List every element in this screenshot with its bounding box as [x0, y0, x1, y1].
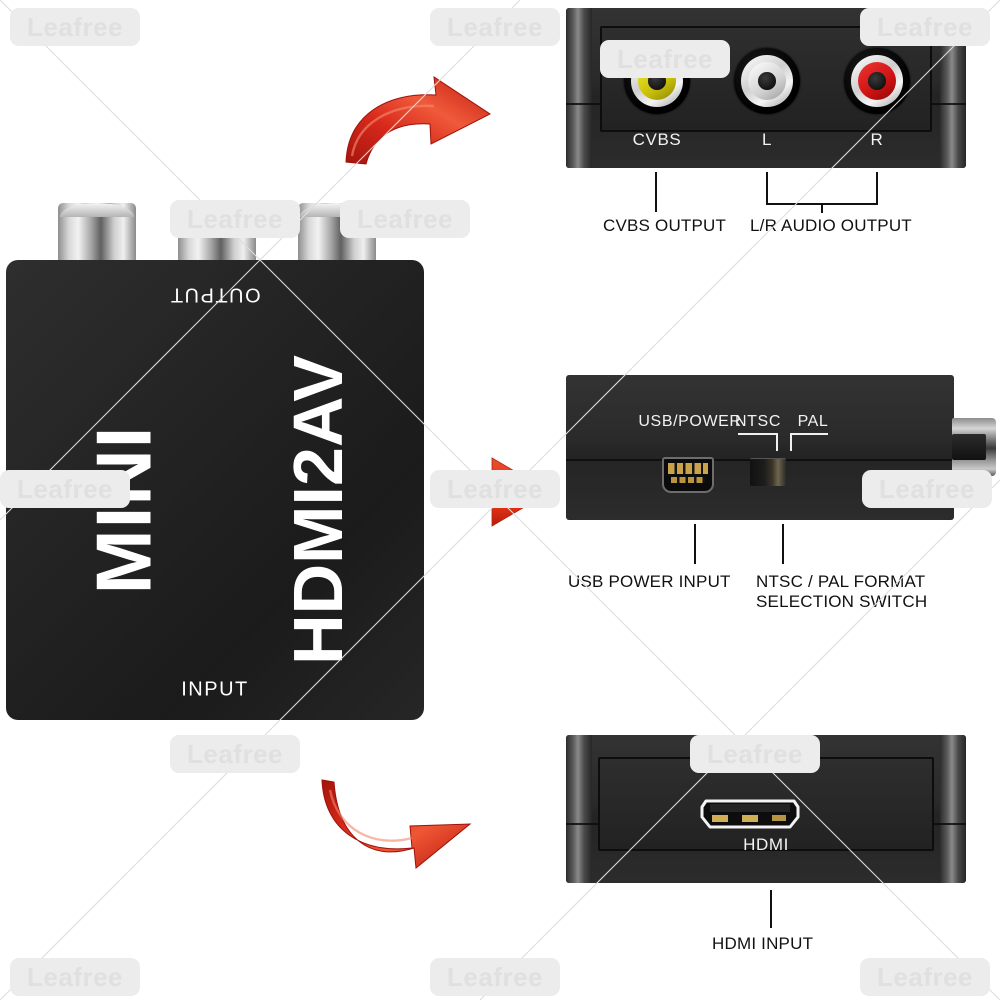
arrow-to-av-output	[318, 52, 518, 172]
caption-ntsc-pal-line2: SELECTION SWITCH	[756, 592, 928, 612]
device-model-label: HDMI2AV	[279, 355, 357, 665]
leader-cvbs	[655, 172, 657, 212]
panel-shell	[566, 375, 954, 520]
port-label-ntsc: NTSC	[735, 413, 781, 430]
av-output-panel: CVBS L R	[566, 8, 966, 168]
port-label-pal: PAL	[797, 413, 829, 430]
panel-rail-right	[940, 735, 966, 883]
device-brand-label: MINI	[79, 425, 168, 595]
port-label-cvbs: CVBS	[632, 130, 682, 149]
arrow-to-hdmi-input	[300, 768, 500, 888]
ntsc-bracket-stem	[776, 433, 778, 451]
rca-jack-right[interactable]	[844, 48, 910, 114]
watermark-badge: Leafree	[10, 8, 140, 46]
pal-bracket-stem	[790, 433, 792, 451]
panel-rail-left	[566, 735, 592, 883]
rca-jack-cvbs[interactable]	[624, 48, 690, 114]
watermark-badge: Leafree	[860, 958, 990, 996]
watermark-badge: Leafree	[10, 958, 140, 996]
device-input-label: INPUT	[181, 678, 249, 701]
pal-bracket-top	[790, 433, 828, 435]
ntsc-bracket-top	[738, 433, 778, 435]
panel-rail-right	[940, 8, 966, 168]
rca-plug-right	[298, 203, 376, 265]
panel-rail-left	[566, 8, 592, 168]
hdmi-port[interactable]	[698, 797, 802, 831]
arrow-to-power-format	[430, 452, 560, 532]
leader-l	[766, 172, 768, 204]
power-format-panel: USB/POWER NTSC PAL	[566, 375, 954, 520]
ntsc-pal-switch[interactable]	[750, 458, 786, 486]
caption-ntsc-pal-line1: NTSC / PAL FORMAT	[756, 572, 926, 591]
watermark-badge: Leafree	[430, 958, 560, 996]
leader-usb-power	[694, 524, 696, 564]
watermark-badge: Leafree	[170, 735, 300, 773]
caption-hdmi-input: HDMI INPUT	[712, 934, 814, 953]
caption-usb-power-input: USB POWER INPUT	[568, 572, 731, 591]
rca-jack-left[interactable]	[734, 48, 800, 114]
leader-r	[876, 172, 878, 204]
leader-lr-stem	[821, 203, 823, 213]
caption-cvbs-output: CVBS OUTPUT	[603, 216, 727, 235]
device-output-label: OUTPUT	[169, 283, 261, 306]
device-body: OUTPUT MINI HDMI2AV INPUT	[6, 260, 424, 720]
watermark-badge: Leafree	[430, 8, 560, 46]
caption-ntsc-pal-switch: NTSC / PAL FORMAT SELECTION SWITCH	[756, 572, 927, 612]
mini-usb-port[interactable]	[662, 457, 714, 493]
rca-plug-left	[178, 203, 256, 265]
caption-lr-audio-output: L/R AUDIO OUTPUT	[750, 216, 912, 235]
port-label-left: L	[761, 130, 773, 149]
leader-ntsc-pal	[782, 524, 784, 564]
rca-plug-cvbs	[58, 203, 136, 265]
side-rca-jack	[952, 418, 996, 476]
port-label-right: R	[870, 130, 884, 149]
leader-hdmi-input	[770, 890, 772, 928]
hdmi-input-panel: HDMI	[566, 735, 966, 883]
port-label-hdmi: HDMI	[743, 835, 789, 854]
